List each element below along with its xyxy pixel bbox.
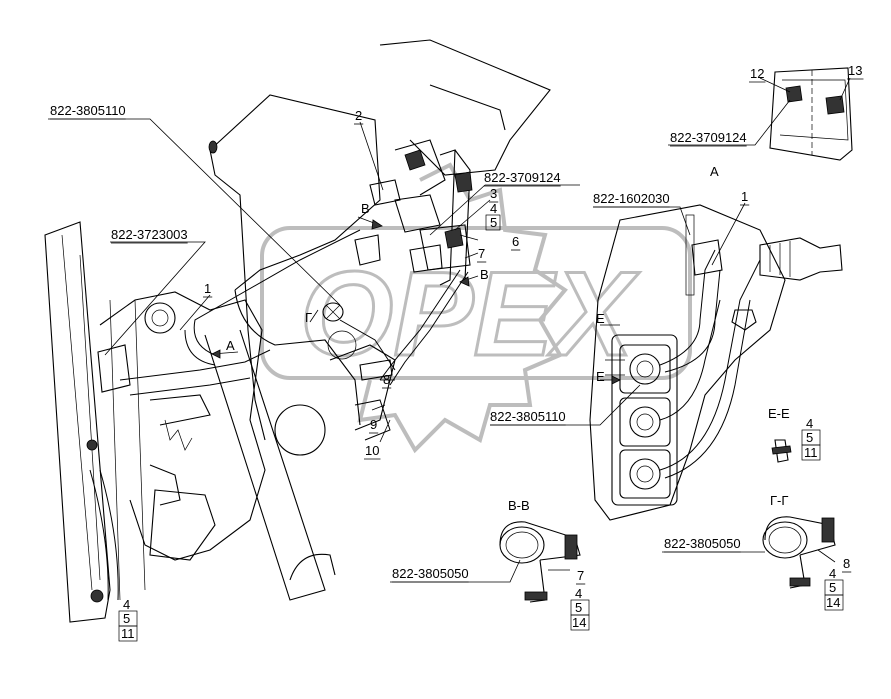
- inset-detail-12-13: [769, 67, 853, 161]
- arrow-label-v-top: В: [361, 201, 370, 216]
- svg-text:11: 11: [121, 626, 135, 641]
- arrow-label-e-top: Е: [596, 311, 605, 326]
- pos-13: 13: [848, 63, 862, 78]
- hose-routing: [89, 229, 469, 601]
- pos-12: 12: [750, 66, 764, 81]
- pos-8: 8: [383, 372, 390, 387]
- title-view-a: А: [710, 164, 719, 179]
- title-section-ee: Е-Е: [768, 406, 790, 421]
- title-section-gg: Г-Г: [770, 493, 788, 508]
- section-gg-clamp: [762, 516, 836, 589]
- view-arrows: [211, 216, 621, 385]
- svg-text:5: 5: [575, 600, 582, 615]
- label-hose-mid: 822-3805110: [490, 409, 566, 424]
- steering-column: [354, 39, 551, 286]
- pedal-mechanism: [97, 291, 336, 601]
- valve-block: [611, 334, 678, 506]
- pos-7-vv: 7: [577, 568, 584, 583]
- pos-1-view-a: 1: [741, 189, 748, 204]
- svg-text:14: 14: [826, 595, 840, 610]
- svg-text:4: 4: [490, 201, 497, 216]
- view-titles: А А В-В В В Е-Е Е Е Г-Г Г: [226, 164, 790, 513]
- arrow-label-v-right: В: [480, 267, 489, 282]
- position-numbers: 1 1 2 3 6 7 7 8 8 9 10 12 13: [203, 63, 864, 585]
- left-bolt: [86, 439, 98, 451]
- part-number-labels: 822-3805110 822-3709124 822-3723003 822-…: [50, 103, 747, 583]
- label-bracket-top: 822-3709124: [484, 170, 561, 185]
- label-clamp-gg: 822-3805050: [664, 536, 741, 551]
- pos-6: 6: [512, 234, 519, 249]
- svg-text:5: 5: [829, 580, 836, 595]
- svg-text:5: 5: [123, 611, 130, 626]
- pos-10: 10: [365, 443, 379, 458]
- svg-text:14: 14: [572, 615, 586, 630]
- watermark-text: OPEX: [300, 247, 640, 381]
- pos-9: 9: [370, 417, 377, 432]
- svg-text:4: 4: [575, 586, 582, 601]
- pos-1-left: 1: [204, 281, 211, 296]
- pos-8-gg: 8: [843, 556, 850, 571]
- fastener-stack-ee: 4 5 11: [801, 416, 821, 461]
- svg-text:5: 5: [806, 430, 813, 445]
- arrow-label-a: А: [226, 338, 235, 353]
- bottom-bolt: [90, 589, 104, 603]
- fastener-stack-vv: 4 5 14: [570, 586, 590, 631]
- left-panel: [44, 221, 111, 623]
- watermark-frame: [260, 226, 692, 380]
- arrow-label-g: Г: [305, 310, 312, 325]
- view-a: [589, 204, 843, 521]
- title-section-vv: В-В: [508, 498, 530, 513]
- fastener-stack-gg: 4 5 14: [824, 566, 844, 611]
- svg-text:11: 11: [804, 445, 818, 460]
- label-clamp-vv: 822-3805050: [392, 566, 469, 581]
- section-vv-clamp: [499, 521, 581, 603]
- svg-text:5: 5: [490, 215, 497, 230]
- pos-2: 2: [355, 108, 362, 123]
- watermark-logo: OPEX: [260, 162, 692, 454]
- section-ee: [771, 439, 792, 463]
- fastener-stack-top: 4 5: [485, 201, 501, 231]
- svg-text:4: 4: [829, 566, 836, 581]
- label-hose-top: 822-3805110: [50, 103, 126, 118]
- label-clip-left: 822-3723003: [111, 227, 188, 242]
- svg-text:4: 4: [806, 416, 813, 431]
- label-pipe-view-a: 822-1602030: [593, 191, 670, 206]
- svg-text:4: 4: [123, 597, 130, 612]
- label-bracket-inset: 822-3709124: [670, 130, 747, 145]
- arrow-label-e-bottom: Е: [596, 369, 605, 384]
- watermark-gear: [357, 162, 568, 454]
- fastener-stack-left: 4 5 11: [118, 597, 138, 642]
- pos-3: 3: [490, 186, 497, 201]
- pos-7: 7: [478, 246, 485, 261]
- fastener-stacks: 4 5 4 5 11 4 5 11 4 5 14 4 5: [118, 201, 844, 642]
